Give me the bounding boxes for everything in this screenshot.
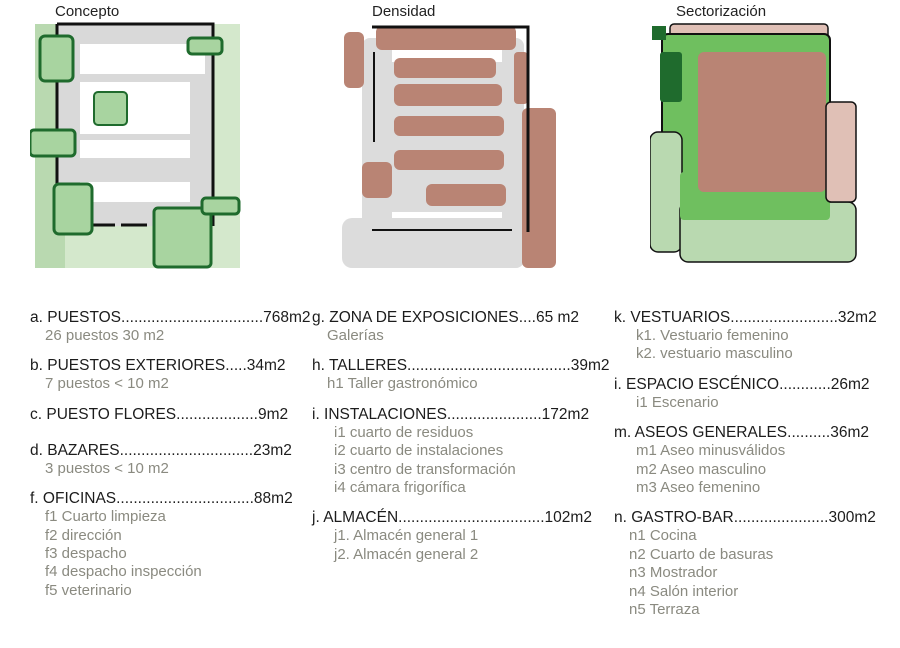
column-left: a. PUESTOS..............................… [30,308,311,611]
concepto-diagram [30,22,241,269]
concepto-site-outline [57,22,215,226]
densidad-bar-3 [394,116,504,136]
panel-title-densidad: Densidad [372,3,436,20]
sector-brown-left [698,82,728,162]
entry-sub: i2 cuarto de instalaciones [334,442,504,460]
densidad-left-lower [362,162,392,198]
entry-sub: n5 Terraza [629,601,700,619]
entry-sub: 26 puestos 30 m2 [45,327,165,344]
concepto-box-4 [30,128,77,158]
entry-sub: 7 puestos < 10 m2 [45,375,169,393]
entry-head: n. GASTRO-BAR......................300m2 [614,509,876,527]
entry-sub: h1 Taller gastronómico [327,375,478,393]
sector-corner-dark [652,26,666,40]
entry-n: n. GASTRO-BAR......................300m2… [614,508,877,619]
entry-head: b. PUESTOS EXTERIORES.....34m2 [30,357,286,375]
densidad-street-bottom [342,218,522,268]
densidad-diagram [342,25,556,268]
entry-head: f. OFICINAS.............................… [30,490,293,508]
densidad-right-block [522,108,556,268]
panel-title-concepto: Concepto [55,3,120,20]
entry-sub: n3 Mostrador [629,564,718,582]
densidad-bar-5 [426,184,506,206]
entry-head: i. ESPACIO ESCÉNICO............26m2 [614,375,870,393]
entry-sub: 3 puestos < 10 m2 [45,459,169,477]
entry-sub: k1. Vestuario femenino [636,327,789,344]
entry-sub: f3 despacho [45,545,127,563]
entry-sub: n4 Salón interior [629,582,739,600]
densidad-bar-top [376,26,516,50]
entry-i: i. INSTALACIONES......................17… [312,405,609,498]
entry-sub: Galerías [327,327,384,344]
entry-head: j. ALMACÉN..............................… [312,509,592,527]
entry-head: k. VESTUARIOS.........................32… [614,309,877,326]
concepto-box-5 [52,182,94,236]
entry-sub: i1 Escenario [636,393,719,411]
entry-i-escenico: i. ESPACIO ESCÉNICO............26m2 i1 E… [614,375,877,412]
entry-sub: i1 cuarto de residuos [334,423,474,441]
sector-left-dark [660,52,682,102]
panel-title-sectorizacion: Sectorización [676,3,767,20]
entry-j: j. ALMACÉN..............................… [312,508,609,564]
entry-sub: m3 Aseo femenino [636,479,761,497]
densidad-bar-left [344,32,364,88]
densidad-right-top [514,52,528,104]
entry-sub: n1 Cocina [629,527,697,545]
entry-head: d. BAZARES..............................… [30,441,292,459]
densidad-outline [372,25,530,232]
entry-sub: f4 despacho inspección [45,563,202,581]
entry-b: b. PUESTOS EXTERIORES.....34m2 7 puestos… [30,356,311,393]
entry-sub: j2. Almacén general 2 [334,545,479,563]
concepto-inner-block-2 [80,140,190,158]
entry-sub: f1 Cuarto limpieza [45,508,166,526]
entry-head: i. INSTALACIONES......................17… [312,405,590,423]
entry-head: h. TALLERES.............................… [312,357,610,375]
concepto-box-7 [200,196,241,216]
densidad-bar-4 [394,150,504,170]
concepto-box-6 [152,206,213,269]
entry-sub: k2. vestuario masculino [636,345,793,363]
column-right: k. VESTUARIOS.........................32… [614,308,877,630]
entry-m: m. ASEOS GENERALES..........36m2 m1 Aseo… [614,423,877,497]
sector-right-pink [825,101,857,203]
densidad-bar-1 [394,58,496,78]
entry-g: g. ZONA DE EXPOSICIONES....65 m2 Galería… [312,308,609,345]
concepto-inner-block-4 [80,44,205,74]
entry-sub: m1 Aseo minusválidos [636,442,786,460]
entry-sub: i4 cámara frigorífica [334,479,466,497]
entry-sub: f2 dirección [45,526,122,544]
entry-d: d. BAZARES..............................… [30,441,311,478]
sector-brown-main [698,52,826,192]
entry-sub: j1. Almacén general 1 [334,527,479,545]
entry-sub: i3 centro de transformación [334,460,516,478]
entry-sub: n2 Cuarto de basuras [629,545,774,563]
concepto-inner-block-3 [80,182,190,202]
concepto-box-1 [38,34,75,83]
entry-head: a. PUESTOS..............................… [30,309,311,326]
entry-c: c. PUESTO FLORES...................9m2 [30,405,311,424]
entry-a: a. PUESTOS..............................… [30,308,311,345]
concepto-box-2 [186,36,224,56]
entry-head: m. ASEOS GENERALES..........36m2 [614,424,869,442]
entry-sub: m2 Aseo masculino [636,460,767,478]
concepto-box-3 [93,91,128,126]
entry-h: h. TALLERES.............................… [312,356,609,393]
entry-head: g. ZONA DE EXPOSICIONES....65 m2 [312,309,580,326]
sector-left-pale [650,131,683,253]
entry-head: c. PUESTO FLORES...................9m2 [30,405,289,423]
entry-f: f. OFICINAS.............................… [30,489,311,600]
sectorizacion-diagram [650,23,857,263]
entry-sub: f5 veterinario [45,581,132,599]
column-middle: g. ZONA DE EXPOSICIONES....65 m2 Galería… [312,308,609,575]
densidad-bar-2 [394,84,502,106]
entry-k: k. VESTUARIOS.........................32… [614,308,877,364]
